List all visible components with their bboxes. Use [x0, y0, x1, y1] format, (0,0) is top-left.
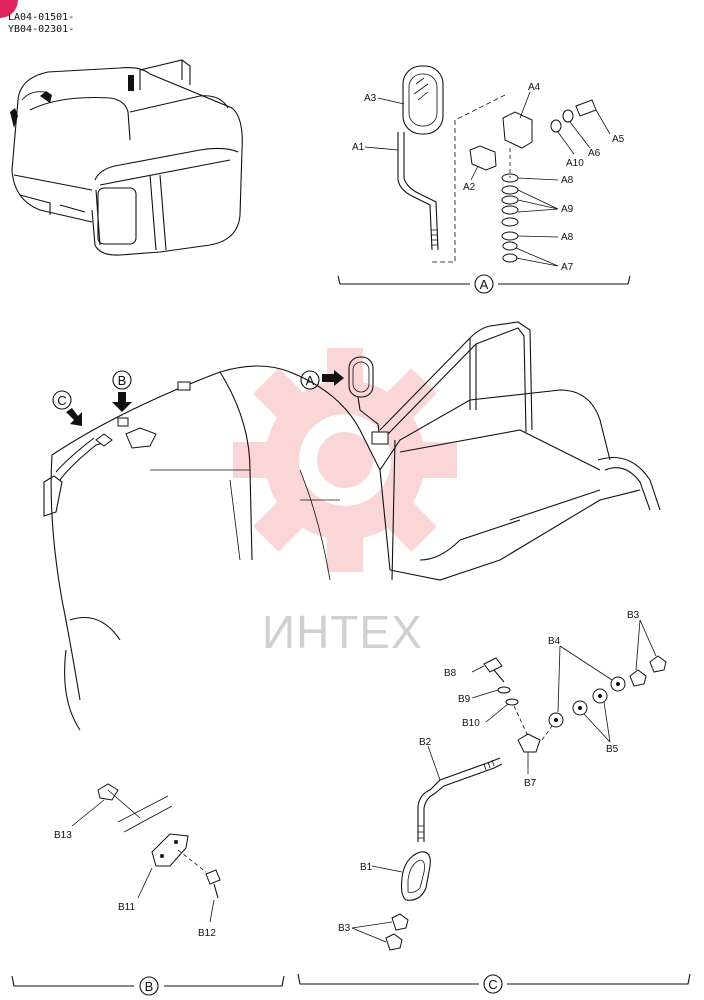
arrow-right-icon [322, 370, 344, 386]
part-b12-bolt [205, 869, 221, 885]
part-a6-washer [562, 109, 574, 123]
view-a-exploded: A3 A1 A2 A4 A10 A6 A5 A8 A9 A8 A7 A [337, 65, 631, 294]
part-b2-stay [417, 757, 501, 842]
part-a5-bolt [575, 99, 597, 117]
label-a4: A4 [528, 82, 541, 93]
view-b-label: B [145, 979, 154, 994]
label-b9: B9 [458, 694, 471, 705]
label-b3-top: B3 [627, 610, 640, 621]
label-b3-bottom: B3 [338, 923, 351, 934]
label-a7: A7 [561, 262, 574, 273]
view-a-label: A [480, 277, 489, 292]
callout-c-arrow: C [52, 390, 82, 426]
label-b13: B13 [54, 830, 72, 841]
part-a4-bracket [502, 111, 533, 149]
label-a10: A10 [566, 158, 584, 169]
view-b-marker [139, 976, 159, 996]
label-b1: B1 [360, 862, 373, 873]
view-c-label: C [488, 977, 497, 992]
main-cab-drawing [43, 321, 661, 731]
label-b7: B7 [524, 778, 537, 789]
label-a8-top: A8 [561, 175, 574, 186]
label-b2: B2 [419, 737, 432, 748]
label-b5: B5 [606, 744, 619, 755]
view-c-marker [483, 974, 503, 994]
view-b-exploded: B13 B11 B12 B [11, 783, 285, 996]
machine-overview-drawing [10, 59, 243, 256]
part-b11-bracket [151, 833, 189, 867]
label-a1: A1 [352, 142, 365, 153]
callout-b-label: B [118, 373, 127, 388]
callout-b-arrow: B [112, 370, 132, 412]
serial-number-2: YB04-02301- [8, 24, 74, 35]
arrow-down-right-icon [66, 408, 82, 426]
serial-number-1: LA04-01501- [8, 12, 74, 23]
view-a-marker [474, 274, 494, 294]
label-a5: A5 [612, 134, 625, 145]
washer-stack [501, 173, 519, 263]
part-b1-mirror [400, 851, 431, 901]
label-a9: A9 [561, 204, 574, 215]
corner-badge [0, 0, 18, 18]
part-a3-mirror [402, 65, 444, 135]
part-a10-washer [550, 119, 562, 133]
label-b10: B10 [462, 718, 480, 729]
label-b12: B12 [198, 928, 216, 939]
callout-a-label: A [306, 373, 315, 388]
label-a6: A6 [588, 148, 601, 159]
label-b11: B11 [118, 902, 135, 913]
label-b4: B4 [548, 636, 561, 647]
view-c-exploded: B8 B9 B10 B2 B1 B7 B4 B3 B5 B3 C [297, 610, 691, 994]
part-a1-stay [397, 132, 433, 251]
callout-a-arrow: A [300, 370, 344, 390]
label-b8: B8 [444, 668, 457, 679]
label-a3: A3 [364, 93, 377, 104]
label-a8-bottom: A8 [561, 232, 574, 243]
watermark-text: ИНТЕХ [262, 606, 423, 658]
arrow-down-icon [112, 392, 132, 412]
part-a2-clamp [469, 145, 497, 171]
watermark-gear-icon [233, 348, 457, 572]
label-a2: A2 [463, 182, 476, 193]
callout-c-label: C [57, 393, 66, 408]
